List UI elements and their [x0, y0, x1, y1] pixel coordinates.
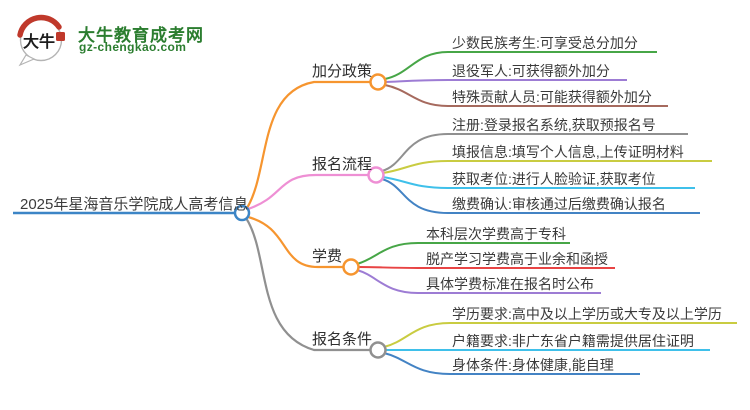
- branch-label-bonus-policy: 加分政策: [312, 63, 373, 80]
- leaf-line-special-contribution: [384, 84, 668, 107]
- branch-circle-requirements: [369, 341, 387, 359]
- branch-circle-tuition: [342, 258, 360, 276]
- leaf-label-get-seat: 获取考位:进行人脸验证,获取考位: [452, 171, 656, 187]
- site-name: 大牛教育成考网: [78, 26, 204, 45]
- leaf-label-education-req: 学历要求:高中及以上学历或大专及以上学历: [452, 306, 722, 322]
- leaf-line-health-req: [383, 352, 640, 375]
- leaf-line-fulltime-higher: [357, 266, 615, 269]
- branch-line-registration-process: [247, 173, 368, 211]
- branch-label-registration-process: 报名流程: [312, 156, 373, 173]
- leaf-label-residence-req: 户籍要求:非广东省户籍需提供居住证明: [452, 333, 694, 349]
- leaf-label-undergrad-higher: 本科层次学费高于专科: [426, 226, 566, 242]
- site-logo[interactable]: 大牛 大牛教育成考网 gz-chengkao.com: [14, 13, 224, 69]
- branch-circle-registration-process: [367, 166, 385, 184]
- branch-label-requirements: 报名条件: [312, 331, 373, 348]
- branch-line-tuition: [247, 215, 343, 269]
- leaf-line-undergrad-higher: [356, 242, 570, 265]
- root-node-label: 2025年星海音乐学院成人高考信息: [20, 196, 249, 213]
- leaf-line-register: [381, 133, 688, 172]
- leaf-label-pay-confirm: 缴费确认:审核通过后缴费确认报名: [452, 196, 666, 212]
- leaf-line-minority: [384, 51, 657, 80]
- branch-line-requirements: [245, 217, 370, 352]
- site-url: gz-chengkao.com: [79, 40, 187, 54]
- leaf-line-education-req: [383, 322, 737, 348]
- leaf-line-fee-announced: [356, 269, 601, 294]
- leaf-label-health-req: 身体条件:身体健康,能自理: [452, 357, 614, 373]
- root-node-circle: [233, 204, 251, 222]
- leaf-line-get-seat: [382, 176, 695, 189]
- branch-label-tuition: 学费: [312, 248, 343, 265]
- leaf-line-fill-info: [382, 160, 712, 174]
- leaf-line-pay-confirm: [381, 178, 700, 214]
- branch-line-bonus-policy: [246, 80, 370, 209]
- leaf-label-special-contribution: 特殊贡献人员:可能获得额外加分: [452, 89, 652, 105]
- leaf-label-fill-info: 填报信息:填写个人信息,上传证明材料: [452, 144, 684, 160]
- leaf-line-veteran: [385, 79, 627, 83]
- leaf-label-minority: 少数民族考生:可享受总分加分: [452, 35, 638, 51]
- leaf-label-register: 注册:登录报名系统,获取预报名号: [452, 117, 656, 133]
- daniu-logo-icon: 大牛: [17, 14, 65, 67]
- svg-text:大牛: 大牛: [23, 32, 55, 51]
- leaf-label-veteran: 退役军人:可获得额外加分: [452, 63, 610, 79]
- branch-circle-bonus-policy: [369, 73, 387, 91]
- leaf-label-fee-announced: 具体学费标准在报名时公布: [426, 276, 594, 292]
- leaf-label-fulltime-higher: 脱产学习学费高于业余和函授: [426, 251, 608, 267]
